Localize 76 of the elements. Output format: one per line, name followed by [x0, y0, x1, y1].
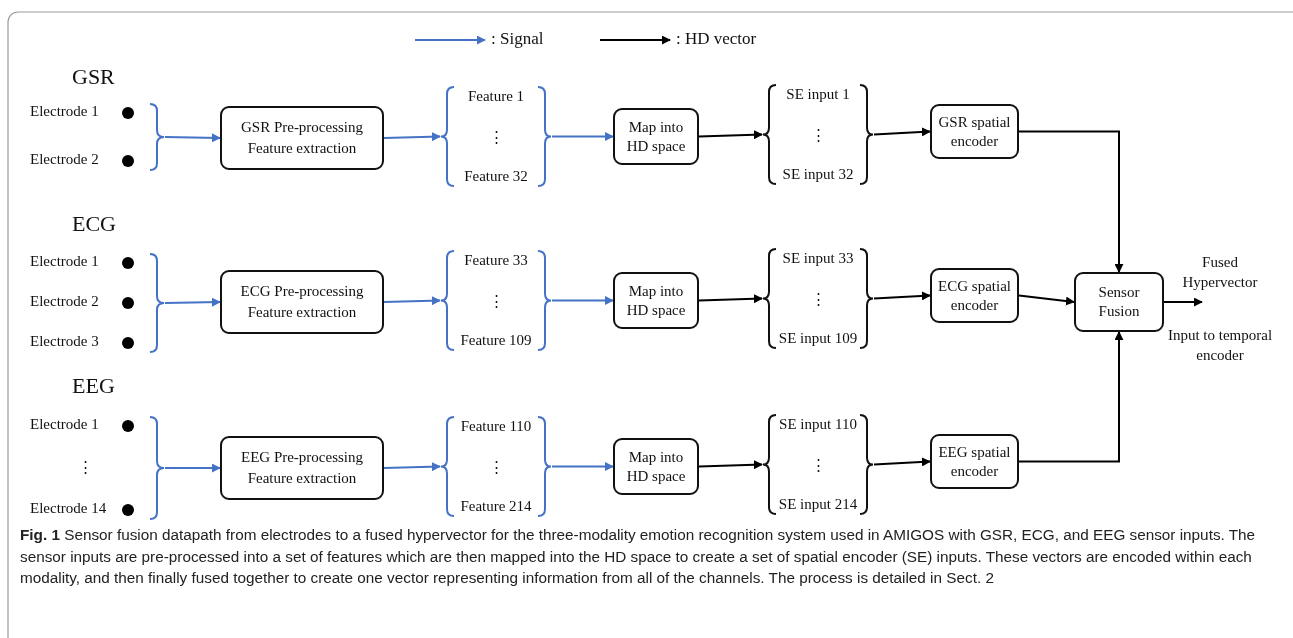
arrow — [1163, 297, 1203, 307]
arrow — [551, 296, 614, 305]
feature-label: Feature 110 — [460, 418, 532, 435]
box-text: Feature extraction — [247, 303, 357, 322]
feature-label: ⋮ — [488, 291, 504, 310]
box-text: Feature extraction — [247, 139, 357, 158]
input-label: ⋮ — [810, 289, 826, 308]
process-box — [220, 436, 384, 500]
feature-label: Feature 214 — [460, 498, 532, 515]
box-text: Map into HD space — [625, 117, 687, 156]
box-text: GSR spatial encoder — [937, 112, 1012, 151]
encoder-box — [930, 268, 1019, 323]
arrow — [698, 130, 763, 140]
box-text: ECG spatial encoder — [937, 276, 1012, 315]
box-text: Map into HD space — [625, 281, 687, 320]
process-box — [613, 108, 699, 165]
modality-heading: ECG — [72, 211, 116, 237]
process-box — [1074, 272, 1164, 332]
input-label: SE input 33 — [782, 250, 854, 267]
process-box — [613, 438, 699, 495]
arrow — [383, 132, 441, 142]
feature-label: Feature 1 — [467, 88, 525, 105]
arrow — [1018, 130, 1124, 273]
process-box — [613, 272, 699, 329]
input-label: SE input 214 — [778, 496, 858, 513]
feature-label: Feature 109 — [460, 332, 532, 349]
box-text: GSR Pre-processing — [240, 118, 364, 138]
figure-caption: Fig. 1 Sensor fusion datapath from electrodes to a fused hypervector for the three-modality emotion recognition system used in AMIGOS with GSR, ECG, and EEG sensor inputs. The sensor inputs are pre-processed into a set of features which are then mapped into the HD space to create a set of spatial encoder (SE) inputs. These vectors are encoded within each modality, and then finally fused together to create one vector representing information from all of the channels. The process is detailed in Sect. 2 — [20, 525, 1257, 589]
electrode-label: Electrode 1 — [30, 103, 99, 120]
input-label: SE input 110 — [779, 416, 857, 433]
arrow — [164, 297, 221, 307]
feature-label: Feature 33 — [464, 252, 528, 269]
box-text: EEG spatial encoder — [937, 442, 1012, 481]
box-text: Map into HD space — [625, 447, 687, 486]
arrow — [698, 294, 763, 304]
electrode-label: ⋮ — [78, 458, 93, 476]
process-box — [220, 106, 384, 170]
box-text: ECG Pre-processing — [240, 282, 364, 302]
electrode-label: Electrode 1 — [30, 416, 99, 433]
input-label: SE input 1 — [786, 86, 850, 103]
arrow — [164, 463, 221, 473]
input-label: ⋮ — [810, 455, 826, 474]
electrode-label: Electrode 2 — [30, 151, 99, 168]
electrode-label: Electrode 2 — [30, 293, 99, 310]
arrow — [873, 127, 931, 137]
legend-label: : HD vector — [676, 29, 757, 49]
box-text: EEG Pre-processing — [240, 448, 364, 468]
electrode-label: Electrode 1 — [30, 253, 99, 270]
arrow — [383, 296, 441, 306]
arrow — [873, 291, 931, 301]
input-label: SE input 109 — [778, 330, 858, 347]
arrow — [551, 462, 614, 471]
feature-label: ⋮ — [488, 457, 504, 476]
input-label: SE input 32 — [782, 166, 854, 183]
edge-label: Fused Hypervector — [1181, 253, 1259, 292]
feature-label: ⋮ — [488, 127, 504, 146]
electrode-label: Electrode 3 — [30, 333, 99, 350]
encoder-box — [930, 104, 1019, 159]
box-text: Sensor Fusion — [1097, 283, 1141, 321]
input-label: ⋮ — [810, 125, 826, 144]
legend-label: : Signal — [491, 29, 544, 49]
arrow — [873, 457, 931, 467]
encoder-box — [930, 434, 1019, 489]
arrow — [1018, 331, 1124, 463]
arrow — [383, 462, 441, 472]
arrow — [551, 132, 614, 141]
process-box — [220, 270, 384, 334]
box-text: Feature extraction — [247, 469, 357, 488]
output-note: Input to temporal encoder — [1166, 326, 1274, 365]
arrow — [698, 460, 763, 470]
arrow — [1018, 294, 1075, 306]
modality-heading: EEG — [72, 373, 115, 399]
modality-heading: GSR — [72, 64, 115, 90]
arrow — [164, 133, 221, 143]
electrode-label: Electrode 14 — [30, 500, 107, 517]
feature-label: Feature 32 — [464, 168, 528, 185]
